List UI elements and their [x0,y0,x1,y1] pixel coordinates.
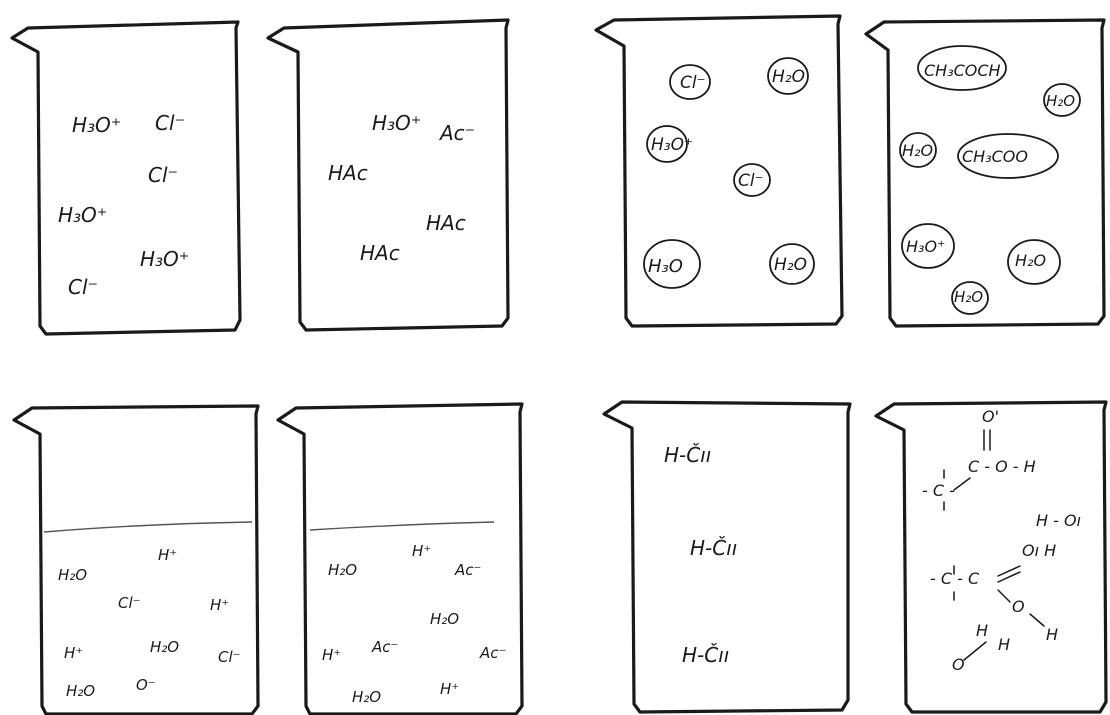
species-label: Ac⁻ [438,121,475,145]
species-group: O' C - O - H - C - H - Oı Oı H - C - C O… [922,407,1081,674]
species-label: H₃O⁺ [372,111,421,135]
species-label: H₃O⁺ [651,135,693,155]
beaker-top-3: Cl⁻ H₂O H₃O⁺ Cl⁻ H₃O H₂O [596,16,842,326]
species-label: HAc [328,161,368,185]
liquid-surface [310,522,494,530]
bond-line [964,642,986,660]
beaker-top-2: H₃O⁺ Ac⁻ HAc HAc HAc [268,20,508,330]
species-label: H₂O [328,561,357,579]
species-label: H₂O [954,288,983,306]
species-label: C - O - H [968,457,1036,476]
species-label: - C - [922,481,955,500]
species-label: Cl⁻ [218,648,241,666]
species-label: H₃O⁺ [72,113,121,137]
species-circles [644,58,814,288]
species-label: Cl⁻ [738,171,764,191]
bond-line [954,478,970,490]
species-label: - C - C [930,569,980,588]
species-label: H [998,635,1010,654]
species-label: H⁺ [440,680,459,698]
species-label: H⁺ [210,596,229,614]
species-label: H⁺ [64,644,83,662]
beaker-top-1: H₃O⁺ Cl⁻ Cl⁻ H₃O⁺ H₃O⁺ Cl⁻ [12,22,240,334]
species-label: Ac⁻ [371,638,398,656]
bond-line [998,566,1020,576]
beaker-bottom-2: H₂O H⁺ Ac⁻ H₂O H⁺ Ac⁻ Ac⁻ H₂O H⁺ [278,404,522,714]
liquid-surface [44,522,252,532]
species-label: Cl⁻ [155,111,185,135]
species-group: H-Čıı H-Čıı H-Čıı [664,443,737,667]
species-group: H₂O H⁺ Ac⁻ H₂O H⁺ Ac⁻ Ac⁻ H₂O H⁺ [322,542,506,706]
species-label: H⁺ [322,646,341,664]
species-label: H₂O [352,688,381,706]
species-label: H₂O [774,255,807,275]
species-label: H-Čıı [690,536,737,560]
beaker-top-4: CH₃COCH H₂O H₂O CH₃COO H₃O⁺ H₂O H₂O [866,20,1104,326]
bond-line [1030,614,1044,626]
species-label: Cl⁻ [68,275,98,299]
species-label: H⁺ [412,542,431,560]
species-label: H₃O⁺ [140,247,189,271]
species-label: H₂O [430,610,459,628]
species-label: H₂O [1015,251,1046,270]
species-circles [900,46,1080,314]
species-label: H₃O⁺ [906,237,945,256]
bond-line [998,590,1010,602]
species-label: Ac⁻ [479,644,506,662]
beaker-outline [14,406,258,714]
beaker-bottom-1: H₂O H⁺ Cl⁻ H⁺ H⁺ H₂O Cl⁻ H₂O O⁻ [14,406,258,714]
bond-line [998,572,1020,582]
species-label: H [976,621,988,640]
species-label: CH₃COO [962,147,1028,166]
species-label: HAc [426,211,466,235]
species-label: H₃O [648,256,683,277]
species-label: H₃O⁺ [58,203,107,227]
beaker-outline [876,402,1106,712]
species-label: H₂O [150,638,179,656]
species-group: CH₃COCH H₂O H₂O CH₃COO H₃O⁺ H₂O H₂O [902,61,1075,306]
species-label: O' [982,407,999,426]
species-group: H₃O⁺ Ac⁻ HAc HAc HAc [328,111,475,265]
species-group: H₂O H⁺ Cl⁻ H⁺ H⁺ H₂O Cl⁻ H₂O O⁻ [58,546,241,700]
species-label: H₂O [58,566,87,584]
species-label: CH₃COCH [924,61,1001,80]
species-label: O [952,655,965,674]
species-label: H - Oı [1036,511,1081,530]
species-label: H₂O [1046,92,1075,110]
species-label: H⁺ [158,546,177,564]
beaker-outline [268,20,508,330]
species-label: Ac⁻ [454,561,481,579]
species-label: O⁻ [136,676,156,694]
species-label: Cl⁻ [148,163,178,187]
species-label: Cl⁻ [680,73,706,93]
species-group: H₃O⁺ Cl⁻ Cl⁻ H₃O⁺ H₃O⁺ Cl⁻ [58,111,189,299]
beaker-bottom-3: H-Čıı H-Čıı H-Čıı [604,402,850,712]
beaker-bottom-4: O' C - O - H - C - H - Oı Oı H - C - C O… [876,402,1106,712]
species-label: H₂O [66,682,95,700]
species-label: H-Čıı [664,443,711,467]
species-label: Cl⁻ [118,594,141,612]
species-label: Oı H [1022,541,1056,560]
species-label: O [1012,597,1025,616]
beaker-outline [12,22,240,334]
species-label: HAc [360,241,400,265]
species-label: H₂O [772,67,805,87]
species-label: H₂O [902,141,933,160]
species-label: H [1046,625,1058,644]
beaker-outline [278,404,522,714]
species-label: H-Čıı [682,643,729,667]
